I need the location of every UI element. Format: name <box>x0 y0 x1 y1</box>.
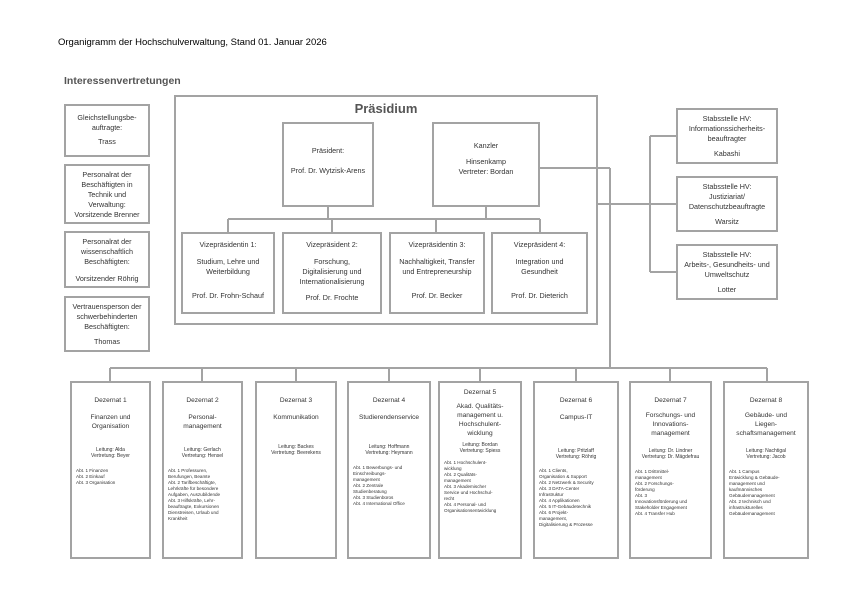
box-dezernat-7: Dezernat 7 Forschungs- und Innovations- … <box>629 381 712 559</box>
dezernat-lead: Leitung: Dr. Lindner Vertretung: Dr. Mäg… <box>641 448 700 461</box>
box-title: Vertrauensperson der schwerbehinderten B… <box>72 302 142 331</box>
vp-person: Prof. Dr. Frochte <box>305 293 359 302</box>
dezernat-departments: Abt. 1 Bewerbungs- und Einschreibungs- m… <box>353 464 405 506</box>
dezernat-name: Studierendenservice <box>358 414 420 421</box>
dezernat-title: Dezernat 3 <box>279 397 313 404</box>
box-dezernat-1: Dezernat 1 Finanzen und Organisation Lei… <box>70 381 151 559</box>
box-vp-1: Vizepräsidentin 1: Studium, Lehre und We… <box>181 232 275 314</box>
box-person: Thomas <box>94 337 120 346</box>
dezernat-lead: Leitung: Hoffmann Vertretung: Heymann <box>365 444 413 457</box>
dezernat-name: Kommunikation <box>273 414 319 421</box>
box-dezernat-5: Dezernat 5 Akad. Qualitäts- management u… <box>438 381 522 559</box>
vp-title: Vizepräsident 2: <box>306 240 358 249</box>
box-vp-4: Vizepräsident 4: Integration und Gesundh… <box>491 232 588 314</box>
kanzler-title: Kanzler <box>473 141 499 150</box>
dezernat-lead: Leitung: Alda Vertretung: Beyer <box>91 447 130 460</box>
box-vertrauensperson: Vertrauensperson der schwerbehinderten B… <box>64 296 150 352</box>
dezernat-name: Akad. Qualitäts- management u. Hochschul… <box>456 403 504 437</box>
box-person: Trass <box>98 137 116 146</box>
dezernat-lead: Leitung: Gerlach Vertretung: Hensel <box>181 447 224 460</box>
president-person: Prof. Dr. Wytzisk-Arens <box>290 166 366 175</box>
vp-person: Prof. Dr. Dieterich <box>511 291 568 300</box>
praesidium-container: Präsidium <box>174 95 598 325</box>
dezernat-title: Dezernat 8 <box>749 397 783 404</box>
dezernat-departments: Abt. 1 Professuren, Berufungen, Beamte A… <box>168 467 221 521</box>
staff-person: Kabashi <box>714 149 740 158</box>
box-praesident: Präsident: Prof. Dr. Wytzisk-Arens <box>282 122 374 207</box>
vp-title: Vizepräsidentin 1: <box>199 240 257 249</box>
box-dezernat-8: Dezernat 8 Gebäude- und Liegen- schaftsm… <box>723 381 809 559</box>
dezernat-name: Campus-IT <box>559 414 593 421</box>
box-stabsstelle-informationssicherheit: Stabsstelle HV: Informationssicherheits-… <box>676 108 778 164</box>
box-person: Vorsitzender Röhrig <box>75 274 139 283</box>
dezernat-title: Dezernat 5 <box>463 389 497 396</box>
dezernat-name: Forschungs- und Innovations- management <box>645 412 696 437</box>
box-dezernat-3: Dezernat 3 Kommunikation Leitung: Backes… <box>255 381 337 559</box>
box-personalrat-wissenschaft: Personalrat der wissenschaftlich Beschäf… <box>64 231 150 288</box>
box-dezernat-2: Dezernat 2 Personal- management Leitung:… <box>162 381 243 559</box>
vp-area: Studium, Lehre und Weiterbildung <box>196 257 260 276</box>
vp-title: Vizepräsidentin 3: <box>408 240 466 249</box>
dezernat-title: Dezernat 1 <box>94 397 127 404</box>
box-gleichstellung: Gleichstellungsbe- auftragte: Trass <box>64 104 150 157</box>
dezernat-departments: Abt. 1 Finanzen Abt. 2 Einkauf Abt. 3 Or… <box>76 467 116 485</box>
dezernat-title: Dezernat 6 <box>559 397 593 404</box>
page-title: Organigramm der Hochschulverwaltung, Sta… <box>58 37 327 48</box>
box-title: Personalrat der wissenschaftlich Beschäf… <box>81 237 133 266</box>
dezernat-name: Personal- management <box>183 414 222 430</box>
vp-person: Prof. Dr. Frohn-Schauf <box>192 291 264 300</box>
box-dezernat-6: Dezernat 6 Campus-IT Leitung: Pritzlaff … <box>533 381 619 559</box>
vp-area: Nachhaltigkeit, Transfer und Entrepreneu… <box>399 257 475 276</box>
staff-title: Stabsstelle HV: Arbeits-, Gesundheits- u… <box>684 250 770 279</box>
staff-person: Warsitz <box>715 217 739 226</box>
dezernat-title: Dezernat 7 <box>654 397 687 404</box>
dezernat-lead: Leitung: Nachtigal Vertretung: Jacob <box>745 448 787 461</box>
dezernat-lead: Leitung: Bordan Vertretung: Spiess <box>459 442 501 455</box>
dezernat-departments: Abt. 1 Campus Entwicklung & Gebäude- man… <box>729 468 780 516</box>
vp-area: Forschung, Digitalisierung und Internati… <box>299 257 365 286</box>
dezernat-departments: Abt. 1 Hochschulent- wicklung Abt. 2 Qua… <box>444 459 497 513</box>
box-title: Personalrat der Beschäftigten in Technik… <box>74 170 140 219</box>
president-title: Präsident: <box>311 146 345 155</box>
dezernat-departments: Abt. 1 Drittmittel- management Abt. 2 Fo… <box>635 468 688 516</box>
box-title: Gleichstellungsbe- auftragte: <box>77 113 137 132</box>
vp-title: Vizepräsident 4: <box>513 240 566 249</box>
kanzler-person: Hinsenkamp Vertreter: Bordan <box>458 157 514 176</box>
dezernat-title: Dezernat 2 <box>186 397 219 404</box>
box-stabsstelle-arbeitsschutz: Stabsstelle HV: Arbeits-, Gesundheits- u… <box>676 244 778 300</box>
vp-person: Prof. Dr. Becker <box>411 291 463 300</box>
box-vp-3: Vizepräsidentin 3: Nachhaltigkeit, Trans… <box>389 232 485 314</box>
dezernat-lead: Leitung: Pritzlaff Vertretung: Röhrig <box>555 448 597 461</box>
dezernat-title: Dezernat 4 <box>372 397 406 404</box>
praesidium-title: Präsidium <box>354 101 418 116</box>
dezernat-name: Finanzen und Organisation <box>90 414 131 430</box>
box-stabsstelle-justiziariat: Stabsstelle HV: Justiziariat/ Datenschut… <box>676 176 778 232</box>
staff-title: Stabsstelle HV: Informationssicherheits-… <box>688 114 766 143</box>
staff-person: Lotter <box>717 285 737 294</box>
vp-area: Integration und Gesundheit <box>515 257 564 276</box>
box-personalrat-technik: Personalrat der Beschäftigten in Technik… <box>64 164 150 224</box>
dezernat-name: Gebäude- und Liegen- schaftsmanagement <box>736 412 796 437</box>
dezernat-lead: Leitung: Backes Vertretung: Beerekens <box>271 444 321 457</box>
box-vp-2: Vizepräsident 2: Forschung, Digitalisier… <box>282 232 382 314</box>
section-title-interessenvertretungen: Interessenvertretungen <box>64 75 181 87</box>
staff-title: Stabsstelle HV: Justiziariat/ Datenschut… <box>688 182 766 211</box>
box-kanzler: Kanzler Hinsenkamp Vertreter: Bordan <box>432 122 540 207</box>
box-dezernat-4: Dezernat 4 Studierendenservice Leitung: … <box>347 381 431 559</box>
dezernat-departments: Abt. 1 Clients, Organisation & Support A… <box>539 467 594 527</box>
